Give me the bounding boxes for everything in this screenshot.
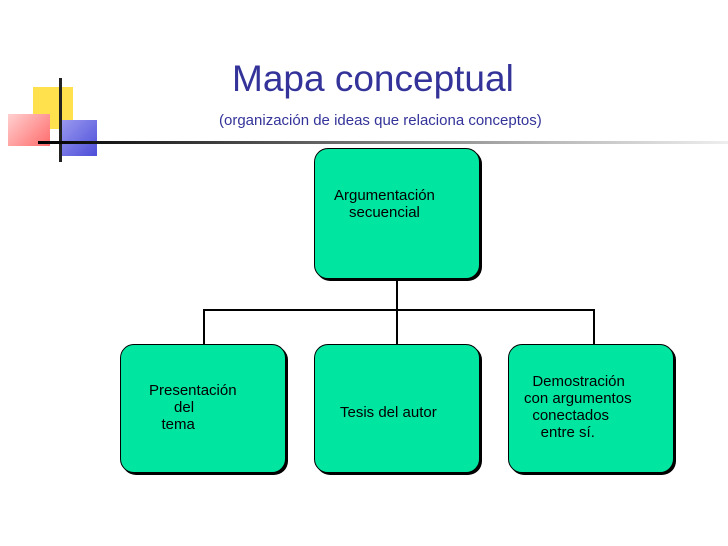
node-demonstration: Demostración con argumentos conectados e… [508, 344, 674, 473]
decor-blue-square [61, 120, 97, 156]
node-demonstration-label: Demostración con argumentos conectados e… [524, 373, 632, 441]
title-divider [38, 141, 728, 144]
node-root: Argumentación secuencial [314, 148, 480, 279]
page-title: Mapa conceptual [232, 58, 514, 99]
decor-red-square [8, 114, 50, 146]
node-presentation: Presentación del tema [120, 344, 286, 473]
node-root-label: Argumentación secuencial [334, 187, 435, 221]
page-subtitle: (organización de ideas que relaciona con… [219, 112, 542, 129]
node-thesis-label: Tesis del autor [340, 404, 437, 421]
node-thesis: Tesis del autor [314, 344, 480, 473]
decor-vertical-line [59, 78, 62, 162]
node-presentation-label: Presentación del tema [149, 382, 237, 433]
